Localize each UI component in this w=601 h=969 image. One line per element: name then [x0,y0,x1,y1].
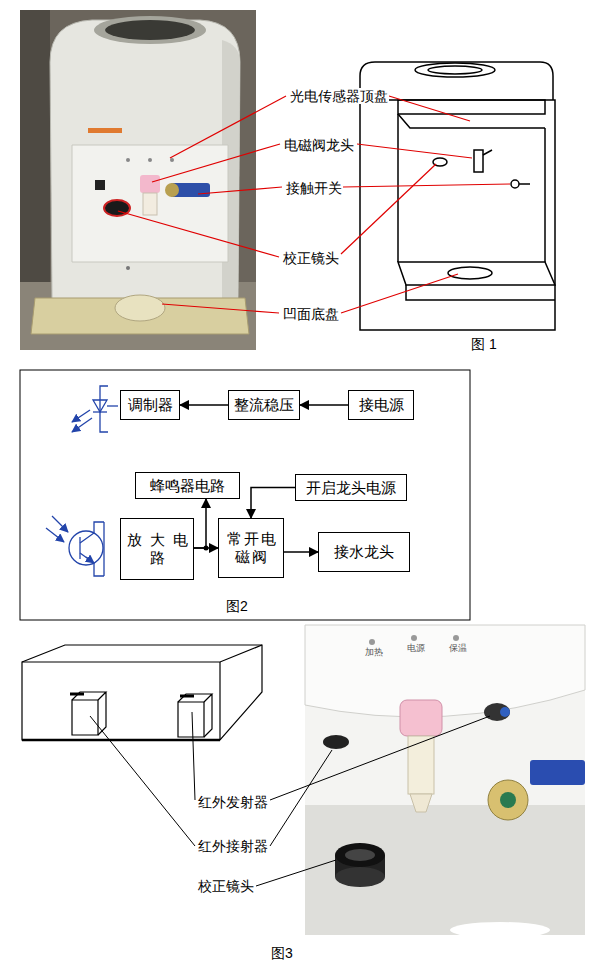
block-box: 常开电磁阀 [218,518,284,578]
block-box: 接电源 [348,390,414,420]
signal-arrow [251,488,295,519]
block-text: 蜂鸣器电路 [150,477,225,495]
sensor-plate-sketch [22,645,262,740]
signal-arrow [300,404,348,406]
block-box: 蜂鸣器电路 [135,472,240,499]
part-label: 保温 [448,643,468,653]
panel-photo [305,625,585,938]
part-label: 校正镜头 [282,250,340,266]
part-label: 光电传感器顶盘 [289,88,389,104]
block-text: 整流稳压 [234,396,294,414]
part-label: 红外发射器 [197,794,269,810]
part-label: 图2 [225,598,249,614]
leader-lines [118,96,510,313]
block-box: 接水龙头 [318,532,410,572]
signal-arrow [180,404,228,406]
dispenser-sketch [360,62,555,330]
signal-arrow [284,551,318,553]
block-box: 放大电路 [120,518,194,580]
phototransistor-symbol [46,516,104,576]
block-box: 整流稳压 [228,390,300,420]
block-text: 放大电路 [124,531,198,567]
led-symbol [72,386,118,432]
block-text: 常开电磁阀 [222,530,282,566]
part-label: 电磁阀龙头 [283,137,355,153]
part-label: 校正镜头 [197,878,255,894]
block-text: 接水龙头 [334,543,394,561]
block-box: 调制器 [120,390,180,420]
leader-lines [90,712,490,886]
part-label: 图3 [270,945,294,961]
part-label: 图 1 [470,336,498,352]
block-box: 开启龙头电源 [295,474,407,501]
block-text: 调制器 [128,396,173,414]
part-label: 接触开关 [285,180,343,196]
part-label: 电源 [406,643,426,653]
junction-dot [204,546,209,551]
figure-frame [20,370,470,620]
block-text: 接电源 [359,396,404,414]
part-label: 红外接射器 [197,838,269,854]
part-label: 加热 [364,647,384,657]
part-label: 凹面底盘 [282,306,340,322]
signal-arrow [194,499,206,548]
block-text: 开启龙头电源 [306,479,396,497]
dispenser-photo [20,10,256,350]
